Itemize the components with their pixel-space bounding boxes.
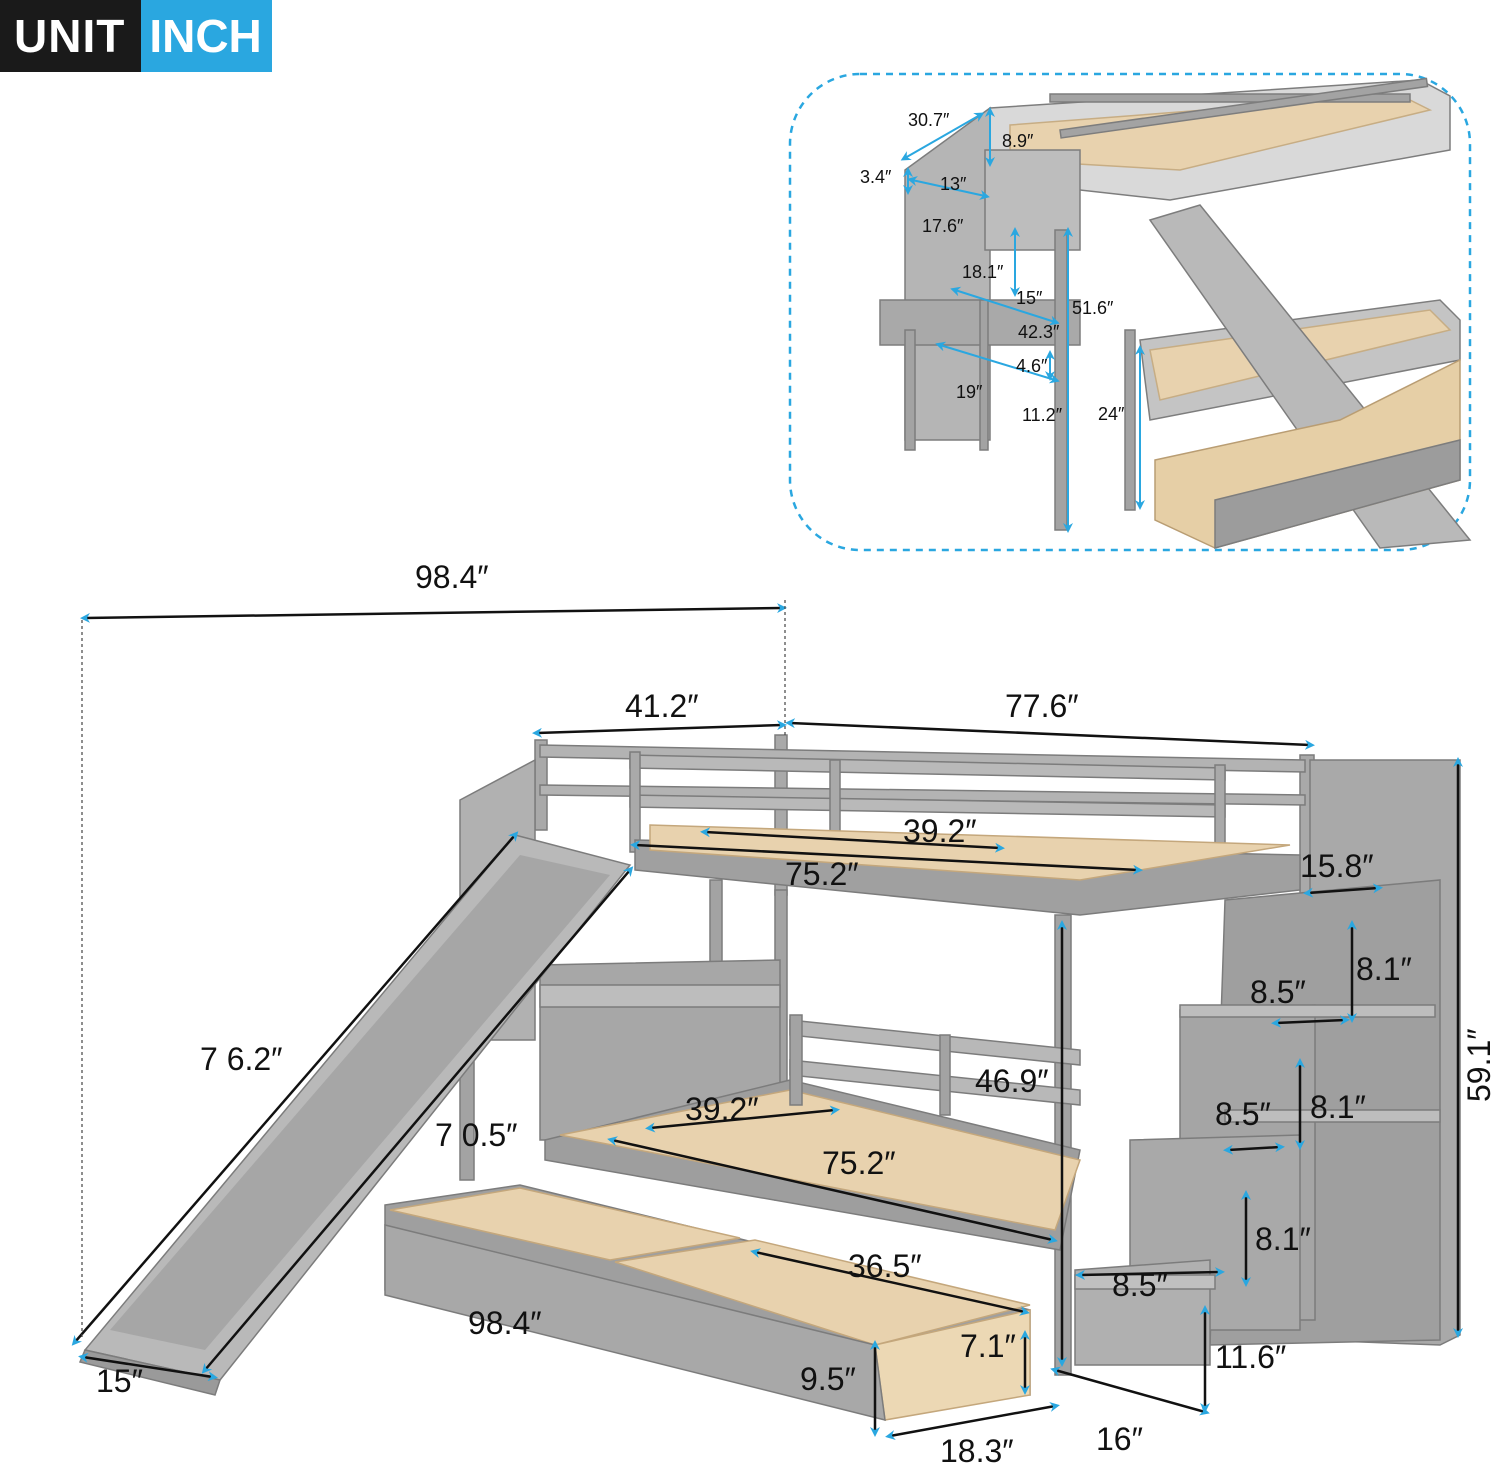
dim-step3-depth: 8.5″ xyxy=(1112,1267,1168,1303)
dim-19: 19″ xyxy=(956,382,983,402)
dim-51-6: 51.6″ xyxy=(1072,298,1114,318)
dim-drawer-length-inner: 36.5″ xyxy=(848,1248,922,1284)
dim-slide-outer-length: 7 6.2″ xyxy=(200,1041,283,1077)
inset-bed-drawing xyxy=(879,77,1472,549)
inset-dimension-lines xyxy=(900,107,1145,533)
dim-18-1: 18.1″ xyxy=(962,262,1004,282)
dim-drawer-length-outer: 98.4″ xyxy=(468,1305,542,1341)
dim-42-3: 42.3″ xyxy=(1018,322,1060,342)
extension-lines xyxy=(81,600,786,1340)
dim-13: 13″ xyxy=(940,174,967,194)
dim-stair-width: 16″ xyxy=(1096,1421,1143,1457)
dim-slide-bottom-width: 15″ xyxy=(96,1363,143,1399)
dim-step1-depth: 8.5″ xyxy=(1250,974,1306,1010)
dim-8-9: 8.9″ xyxy=(1002,131,1034,151)
dim-drawer-height-outer: 9.5″ xyxy=(800,1361,856,1397)
inset-frame xyxy=(788,72,1472,552)
main-bed-drawing xyxy=(78,734,1461,1421)
dim-drawer-height-inner: 7.1″ xyxy=(960,1328,1016,1364)
inset-dimension-labels: 30.7″ 8.9″ 3.4″ 13″ 17.6″ 18.1″ 15″ 51.6… xyxy=(860,110,1125,425)
dim-step2-depth: 8.5″ xyxy=(1215,1096,1271,1132)
main-dimension-labels: 98.4″ 41.2″ 77.6″ 39.2″ 75.2″ 15.8″ 8.1″… xyxy=(96,559,1497,1468)
dim-step3-height: 8.1″ xyxy=(1255,1221,1311,1257)
dim-lower-inner-width: 39.2″ xyxy=(685,1091,759,1127)
unit-badge: UNIT INCH xyxy=(0,0,272,72)
inset-view: 30.7″ 8.9″ 3.4″ 13″ 17.6″ 18.1″ 15″ 51.6… xyxy=(788,72,1472,552)
dim-slide-inner-length: 7 0.5″ xyxy=(435,1117,518,1153)
dim-overall-length: 98.4″ xyxy=(415,559,489,595)
dim-15: 15″ xyxy=(1016,288,1043,308)
main-view: 98.4″ 41.2″ 77.6″ 39.2″ 75.2″ 15.8″ 8.1″… xyxy=(71,559,1497,1468)
dim-overall-height: 59.1″ xyxy=(1461,1028,1497,1102)
dim-30-7: 30.7″ xyxy=(908,110,950,130)
dim-upper-inner-width: 39.2″ xyxy=(903,813,977,849)
dim-stair-depth: 15.8″ xyxy=(1300,848,1374,884)
unit-label: UNIT xyxy=(0,0,142,72)
dim-11-2: 11.2″ xyxy=(1022,405,1063,425)
main-dimension-lines xyxy=(71,603,1463,1441)
dim-bottom-step-height: 11.6″ xyxy=(1215,1339,1286,1375)
dim-bed-length: 77.6″ xyxy=(1005,688,1079,724)
dim-step2-height: 8.1″ xyxy=(1310,1089,1366,1125)
dim-17-6: 17.6″ xyxy=(922,216,964,236)
dim-3-4: 3.4″ xyxy=(860,167,892,187)
unit-value: INCH xyxy=(141,0,272,72)
dim-drawer-depth: 18.3″ xyxy=(940,1433,1014,1468)
dim-4-6: 4.6″ xyxy=(1016,356,1048,376)
dim-slide-width: 41.2″ xyxy=(625,688,699,724)
dim-step1-height: 8.1″ xyxy=(1356,951,1412,987)
dim-24: 24″ xyxy=(1098,404,1125,424)
dim-upper-inner-length: 75.2″ xyxy=(785,856,859,892)
dim-clearance-height: 46.9″ xyxy=(975,1063,1049,1099)
dim-lower-inner-length: 75.2″ xyxy=(822,1145,896,1181)
